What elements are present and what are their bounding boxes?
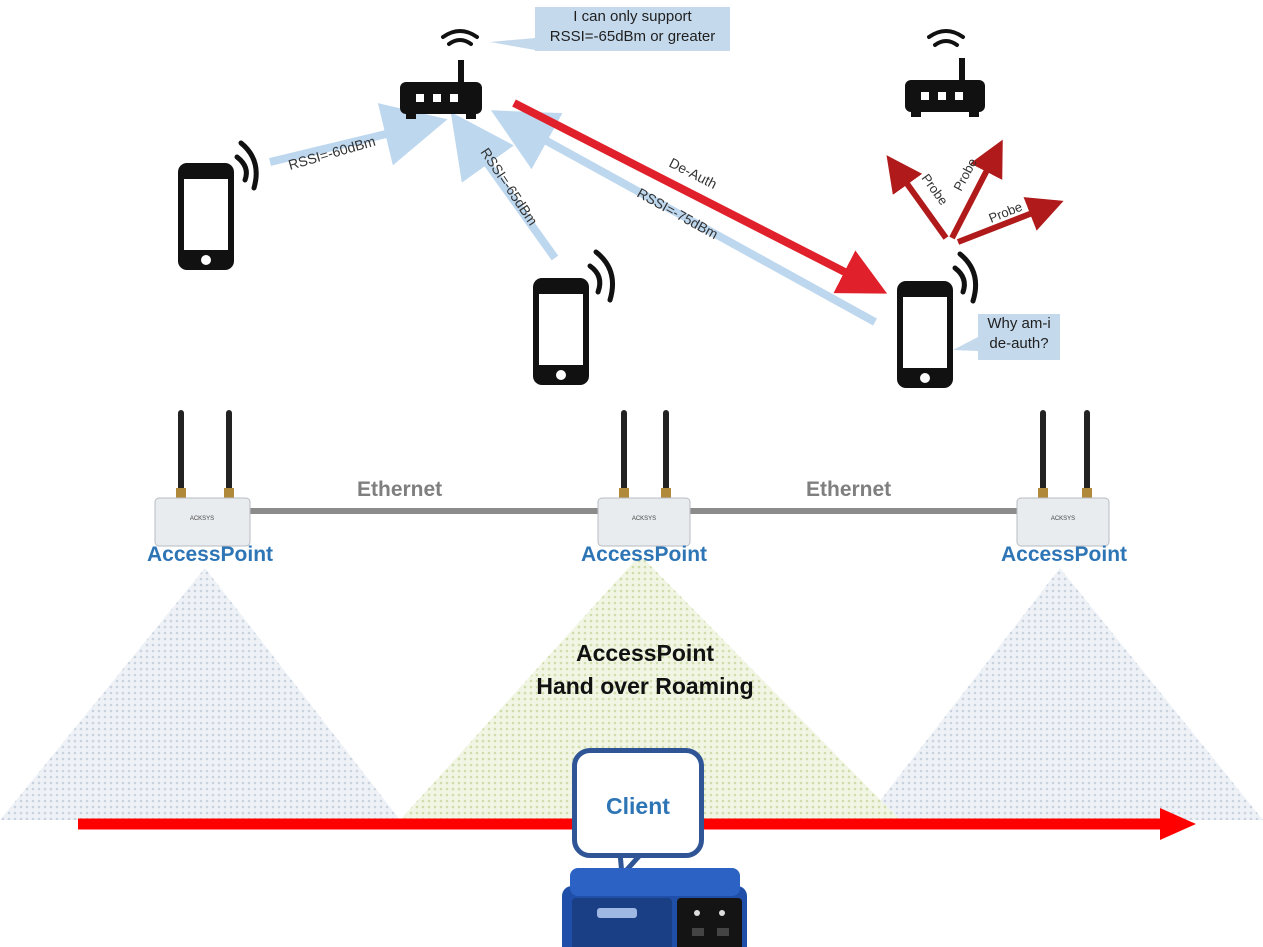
wifi-waves-icon — [952, 251, 979, 304]
client-speech-bubble: Client — [572, 748, 704, 858]
roaming-title-line2: Hand over Roaming — [536, 673, 754, 699]
access-point-label-center: AccessPoint — [580, 543, 708, 566]
rssi-65-label: RSSI=-65dBm — [478, 145, 542, 228]
access-point-label-left: AccessPoint — [146, 543, 274, 566]
coverage-zone-right — [865, 568, 1263, 820]
ethernet-label-right: Ethernet — [806, 478, 892, 501]
roaming-title-line1: AccessPoint — [575, 640, 715, 666]
callout-tail-ap — [490, 38, 535, 50]
router-icon — [400, 60, 482, 119]
ap-support-line2: RSSI=-65dBm or greater — [549, 28, 716, 45]
device-brand: ACKSYS — [190, 516, 214, 522]
access-point-device-icon: ACKSYS — [1016, 410, 1110, 547]
probe-arrow-1 — [886, 155, 949, 240]
smartphone-icon — [178, 163, 234, 270]
deauth-arrow — [512, 99, 888, 294]
rssi-60-label: RSSI=-60dBm — [286, 133, 377, 173]
access-point-label-right: AccessPoint — [1000, 543, 1128, 566]
why-line1: Why am-i — [987, 315, 1051, 332]
access-point-device-icon: ACKSYS — [154, 410, 251, 547]
ethernet-label-left: Ethernet — [357, 478, 443, 501]
why-deauth-callout: Why am-i de-auth? — [978, 314, 1060, 360]
vehicle-icon — [562, 868, 747, 947]
wifi-waves-icon — [441, 29, 479, 46]
probe-arrow-2 — [949, 139, 1003, 240]
device-brand: ACKSYS — [632, 516, 656, 522]
router-icon — [905, 58, 985, 117]
signal-arrow-rssi-60 — [269, 103, 448, 166]
why-line2: de-auth? — [989, 335, 1049, 352]
ap-support-callout: I can only support RSSI=-65dBm or greate… — [535, 7, 730, 51]
coverage-zone-center — [400, 555, 900, 820]
wifi-waves-icon — [927, 29, 965, 47]
wifi-waves-icon — [587, 249, 615, 303]
smartphone-icon — [897, 281, 953, 388]
smartphone-icon — [533, 278, 589, 385]
motion-arrow-head — [1160, 808, 1196, 840]
signal-arrow-rssi-75 — [490, 110, 877, 326]
probe-arrow-3 — [956, 197, 1064, 245]
rssi-75-label: RSSI=-75dBm — [635, 185, 721, 243]
signal-arrow-rssi-65 — [450, 111, 559, 261]
access-point-device-icon: ACKSYS — [597, 410, 691, 547]
ap-support-line1: I can only support — [573, 8, 692, 25]
client-label: Client — [606, 793, 670, 819]
coverage-zone-left — [0, 568, 400, 820]
roaming-title: AccessPoint Hand over Roaming — [460, 637, 830, 703]
callout-tail-why — [953, 337, 978, 351]
wifi-waves-icon — [234, 140, 259, 191]
device-brand: ACKSYS — [1051, 516, 1075, 522]
